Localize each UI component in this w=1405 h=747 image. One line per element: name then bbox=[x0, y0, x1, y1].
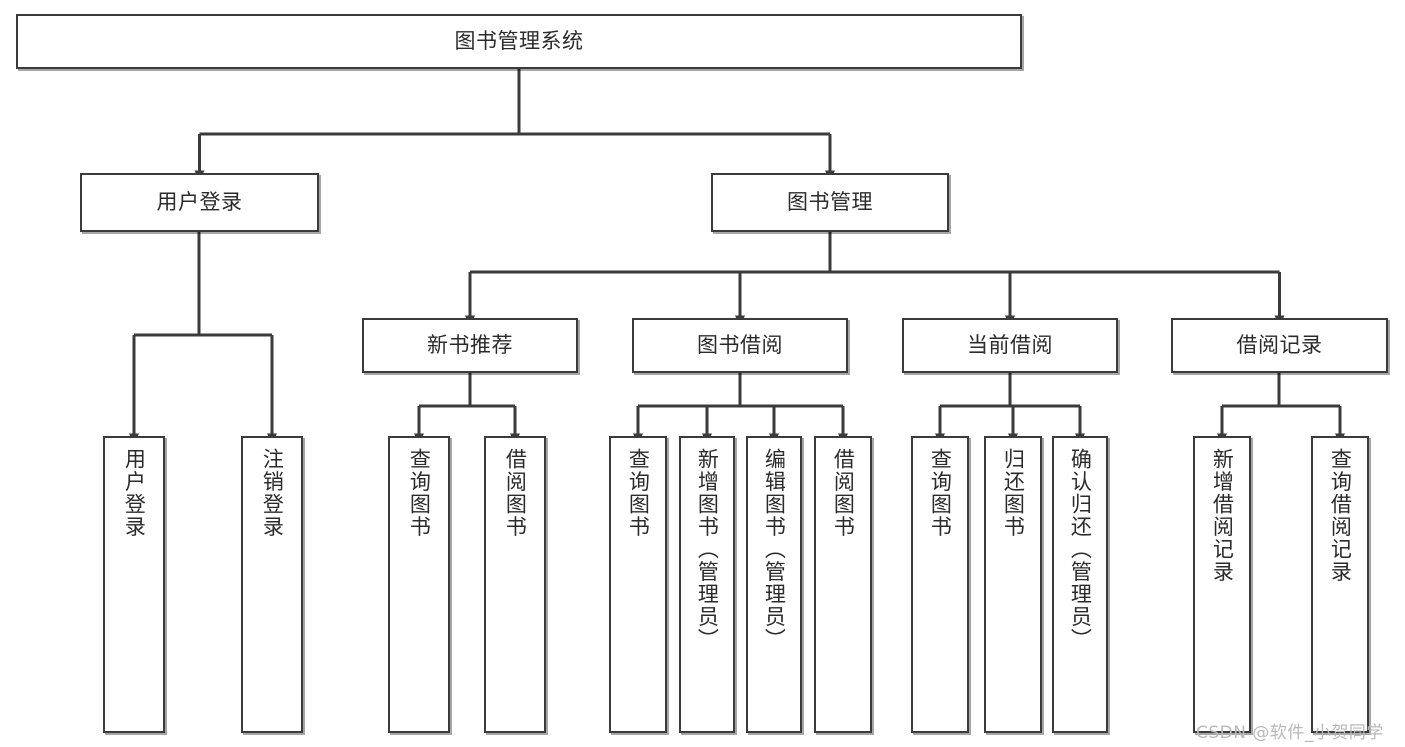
node-label: 图书管理系统 bbox=[454, 29, 584, 54]
node-label: 借阅记录 bbox=[1236, 333, 1323, 358]
node-label: 查询图书 bbox=[407, 448, 432, 538]
node-leaf-borrow-book-nbr[interactable]: 借阅图书 bbox=[484, 436, 546, 733]
node-label: 用户登录 bbox=[156, 190, 243, 215]
node-label: 查询图书 bbox=[626, 448, 651, 538]
node-leaf-edit-book-admin[interactable]: 编辑图书（管理员） bbox=[746, 436, 802, 733]
node-user-login[interactable]: 用户登录 bbox=[80, 173, 319, 232]
node-label: 新书推荐 bbox=[427, 333, 513, 358]
node-leaf-query-book-bb[interactable]: 查询图书 bbox=[609, 436, 667, 733]
node-root[interactable]: 图书管理系统 bbox=[16, 14, 1022, 69]
node-label: 注销登录 bbox=[260, 448, 285, 538]
node-leaf-query-book-nbr[interactable]: 查询图书 bbox=[388, 436, 450, 733]
node-label: 当前借阅 bbox=[967, 333, 1053, 358]
node-label: 查询借阅记录 bbox=[1328, 448, 1353, 583]
watermark-text: CSDN @软件_小贺同学 bbox=[1196, 723, 1384, 743]
node-book-borrow[interactable]: 图书借阅 bbox=[632, 318, 848, 373]
node-leaf-query-borrow-record[interactable]: 查询借阅记录 bbox=[1311, 436, 1369, 733]
node-leaf-confirm-return-admin[interactable]: 确认归还（管理员） bbox=[1052, 436, 1108, 733]
node-label: 确认归还（管理员） bbox=[1068, 448, 1093, 651]
connector-lines bbox=[129, 69, 1345, 445]
node-label: 用户登录 bbox=[122, 448, 147, 538]
node-label: 新增借阅记录 bbox=[1210, 448, 1235, 583]
node-current-borrow[interactable]: 当前借阅 bbox=[902, 318, 1118, 373]
node-label: 借阅图书 bbox=[503, 448, 528, 538]
node-leaf-query-book-cb[interactable]: 查询图书 bbox=[911, 436, 969, 733]
node-label: 图书管理 bbox=[787, 190, 873, 215]
node-label: 编辑图书（管理员） bbox=[762, 448, 787, 651]
node-leaf-user-logout[interactable]: 注销登录 bbox=[241, 436, 303, 733]
node-label: 查询图书 bbox=[928, 448, 953, 538]
node-leaf-add-book-admin[interactable]: 新增图书（管理员） bbox=[679, 436, 735, 733]
node-leaf-return-book[interactable]: 归还图书 bbox=[984, 436, 1042, 733]
node-new-book-recommend[interactable]: 新书推荐 bbox=[362, 318, 578, 373]
node-leaf-borrow-book-bb[interactable]: 借阅图书 bbox=[814, 436, 872, 733]
node-book-manage[interactable]: 图书管理 bbox=[711, 173, 949, 232]
node-label: 借阅图书 bbox=[831, 448, 856, 538]
node-label: 新增图书（管理员） bbox=[695, 448, 720, 651]
node-leaf-add-borrow-record[interactable]: 新增借阅记录 bbox=[1193, 436, 1251, 733]
node-label: 图书借阅 bbox=[697, 333, 783, 358]
node-borrow-record[interactable]: 借阅记录 bbox=[1171, 318, 1388, 373]
node-label: 归还图书 bbox=[1001, 448, 1026, 538]
node-leaf-user-login[interactable]: 用户登录 bbox=[103, 436, 165, 733]
